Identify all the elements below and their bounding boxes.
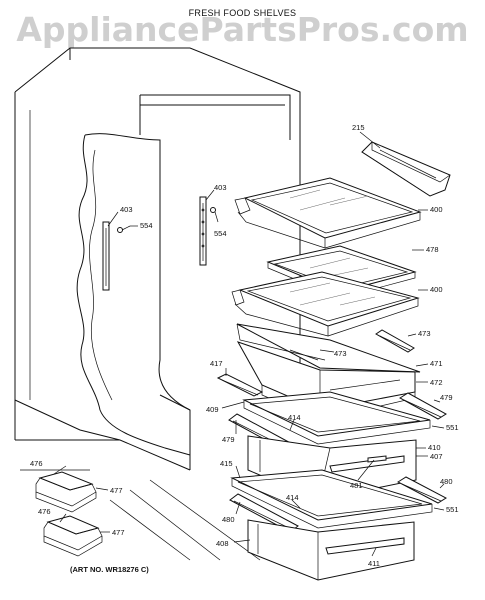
diagram-title: FRESH FOOD SHELVES	[188, 8, 297, 18]
callout-414-lower: 414	[286, 493, 299, 502]
shelf-rail-right	[199, 196, 207, 266]
glass-shelf-400-lower	[231, 271, 420, 337]
drawer-slide-480-left	[229, 493, 299, 533]
tray-476-lower	[43, 515, 103, 557]
drawer-cover-414-lower	[230, 469, 433, 529]
callout-403-right: 403	[214, 183, 227, 192]
screw-554-left	[117, 225, 131, 233]
glass-shelf-400-upper	[234, 177, 422, 249]
callout-400-upper: 400	[430, 205, 443, 214]
callout-472: 472	[430, 378, 443, 387]
pan-rail-417	[216, 373, 264, 397]
callout-481: 481	[350, 481, 363, 490]
callout-551-upper: 551	[446, 423, 459, 432]
callout-554-right: 554	[214, 229, 227, 238]
tray-476-upper	[35, 471, 97, 513]
callout-415: 415	[220, 459, 233, 468]
callout-479-left: 479	[222, 435, 235, 444]
callout-410: 410	[428, 443, 441, 452]
callout-414-upper: 414	[288, 413, 301, 422]
callout-403-left: 403	[120, 205, 133, 214]
callout-411: 411	[368, 559, 380, 568]
callout-408: 408	[216, 539, 229, 548]
shelf-bracket-473-right	[375, 329, 415, 353]
watermark: AppliancePartsPros.com	[16, 10, 469, 49]
callout-480-right: 480	[440, 477, 453, 486]
callout-labels: 215 403 554 403 554 400 478 400 473 473 …	[30, 123, 459, 568]
callout-551-lower: 551	[446, 505, 459, 514]
callout-476-lower: 476	[38, 507, 51, 516]
callout-409: 409	[206, 405, 219, 414]
art-number: (ART NO. WR18276 C)	[70, 565, 149, 574]
callout-480-left: 480	[222, 515, 235, 524]
liner-torn-edge	[76, 133, 191, 456]
screw-554-right	[210, 207, 219, 223]
callout-476-upper: 476	[30, 459, 43, 468]
callout-407: 407	[430, 452, 443, 461]
callout-471: 471	[430, 359, 443, 368]
snack-pan-471	[236, 323, 421, 421]
callout-473-center: 473	[334, 349, 347, 358]
meat-drawer-408	[247, 519, 415, 581]
callout-400-lower: 400	[430, 285, 443, 294]
callout-417: 417	[210, 359, 223, 368]
callout-479-right: 479	[440, 393, 453, 402]
drawer-slide-479-right	[399, 392, 447, 420]
callout-473-right: 473	[418, 329, 431, 338]
callout-477-upper: 477	[110, 486, 123, 495]
callout-215: 215	[352, 123, 365, 132]
callout-478: 478	[426, 245, 439, 254]
leader-lines	[53, 131, 445, 557]
drawer-slide-480-right	[396, 476, 448, 504]
shelf-rail-left	[102, 221, 110, 291]
drawer-cover-414-upper	[242, 391, 431, 445]
callout-554-left: 554	[140, 221, 153, 230]
storage-bin-215	[361, 141, 451, 197]
callout-477-lower: 477	[112, 528, 125, 537]
